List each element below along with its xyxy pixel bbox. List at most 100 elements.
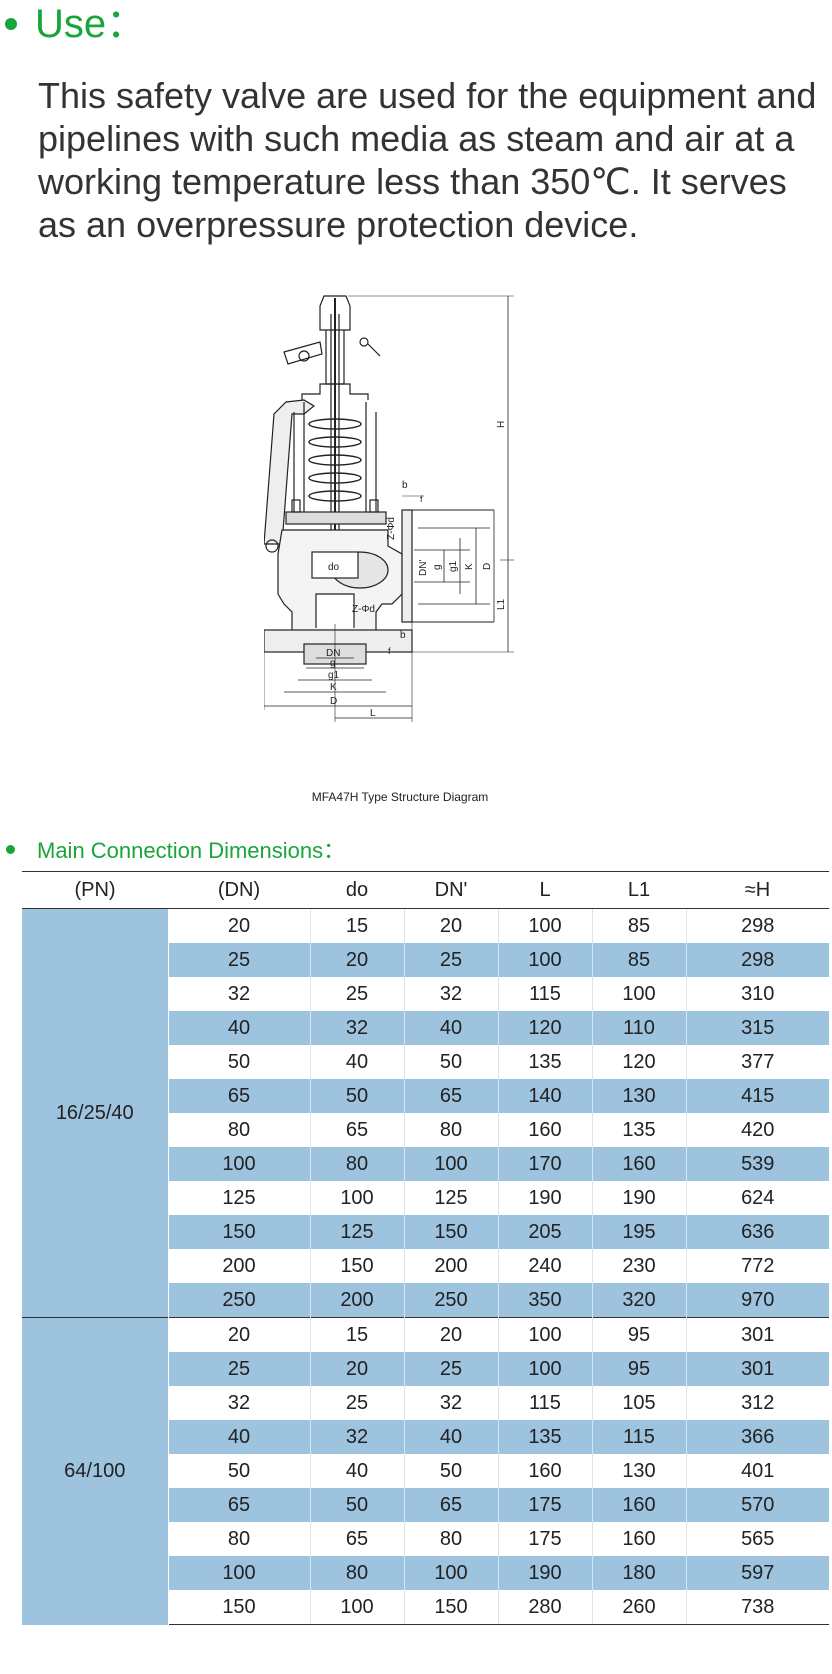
table-cell: 195 xyxy=(591,1215,686,1249)
table-cell: 85 xyxy=(591,908,686,943)
label-L1: L1 xyxy=(496,598,507,610)
header-dn-prime: DN' xyxy=(404,871,498,909)
table-cell: 420 xyxy=(685,1113,829,1147)
table-cell: 20 xyxy=(168,1317,310,1352)
table-cell: 32 xyxy=(309,1420,404,1454)
table-cell: 150 xyxy=(168,1215,310,1249)
table-cell: 175 xyxy=(497,1488,592,1522)
table-cell: 539 xyxy=(685,1147,829,1181)
table-cell: 25 xyxy=(168,943,310,977)
table-cell: 80 xyxy=(309,1556,404,1590)
table-cell: 624 xyxy=(685,1181,829,1215)
table-cell: 377 xyxy=(685,1045,829,1079)
table-cell: 25 xyxy=(309,1386,404,1420)
table-cell: 415 xyxy=(685,1079,829,1113)
table-cell: 250 xyxy=(403,1283,498,1318)
table-cell: 180 xyxy=(591,1556,686,1590)
table-cell: 80 xyxy=(403,1522,498,1556)
dimensions-title: Main Connection Dimensions： xyxy=(37,838,346,863)
table-cell: 85 xyxy=(591,943,686,977)
table-cell: 65 xyxy=(309,1113,404,1147)
table-cell: 190 xyxy=(497,1556,592,1590)
table-cell: 120 xyxy=(497,1011,592,1045)
table-cell: 200 xyxy=(309,1283,404,1318)
table-cell: 65 xyxy=(168,1488,310,1522)
label-g1-outlet: g1 xyxy=(448,560,459,572)
table-cell: 40 xyxy=(309,1454,404,1488)
table-cell: 32 xyxy=(227,1391,251,1414)
table-cell: 95 xyxy=(591,1317,686,1352)
table-cell: 140 xyxy=(497,1079,592,1113)
label-H: H xyxy=(496,421,507,428)
table-cell: 100 xyxy=(497,1352,592,1386)
label-L: L xyxy=(370,708,376,719)
table-cell: 320 xyxy=(591,1283,686,1318)
table-cell: 135 xyxy=(497,1045,592,1079)
table-cell: 570 xyxy=(685,1488,829,1522)
table-cell: 150 xyxy=(309,1249,404,1283)
table-cell: 25 xyxy=(403,1352,498,1386)
table-cell: 50 xyxy=(403,1045,498,1079)
table-cell: 350 xyxy=(497,1283,592,1318)
table-cell: 160 xyxy=(591,1488,686,1522)
label-zd-outlet: Z-Φd xyxy=(386,517,397,540)
table-cell: 32 xyxy=(403,1386,498,1420)
table-cell: 150 xyxy=(403,1215,498,1249)
use-description: This safety valve are used for the equip… xyxy=(38,75,817,245)
table-cell: 160 xyxy=(591,1147,686,1181)
label-do: do xyxy=(328,562,340,573)
table-cell: 298 xyxy=(685,943,829,977)
table-cell: 25 xyxy=(168,1352,310,1386)
table-cell: 100 xyxy=(168,1147,310,1181)
table-cell: 115 xyxy=(497,977,592,1011)
header-h: ≈H xyxy=(686,871,829,909)
table-cell: 40 xyxy=(168,1420,310,1454)
table-cell: 50 xyxy=(227,1050,251,1073)
table-cell: 80 xyxy=(227,1527,251,1550)
table-cell: 100 xyxy=(497,1317,592,1352)
table-cell: 205 xyxy=(497,1215,592,1249)
label-K-inlet: K xyxy=(330,682,337,693)
table-cell: 20 xyxy=(403,908,498,943)
table-cell: 135 xyxy=(591,1113,686,1147)
table-cell: 65 xyxy=(168,1079,310,1113)
table-cell: 125 xyxy=(222,1186,256,1209)
table-cell: 175 xyxy=(497,1522,592,1556)
bullet-icon xyxy=(5,18,17,30)
label-DN-prime: DN' xyxy=(418,560,429,576)
table-cell: 280 xyxy=(497,1590,592,1625)
table-cell: 50 xyxy=(309,1488,404,1522)
label-zd-inlet: Z-Φd xyxy=(352,604,375,615)
table-cell: 40 xyxy=(168,1011,310,1045)
table-cell: 65 xyxy=(403,1488,498,1522)
table-cell: 970 xyxy=(685,1283,829,1318)
table-cell: 105 xyxy=(591,1386,686,1420)
table-cell: 100 xyxy=(168,1556,310,1590)
header-pn: (PN) xyxy=(22,871,168,909)
label-g-outlet: g xyxy=(432,564,443,570)
table-cell: 95 xyxy=(591,1352,686,1386)
table-cell: 738 xyxy=(685,1590,829,1625)
table-cell: 65 xyxy=(309,1522,404,1556)
table-cell: 115 xyxy=(591,1420,686,1454)
header-l1: L1 xyxy=(592,871,686,909)
table-cell: 190 xyxy=(591,1181,686,1215)
table-cell: 125 xyxy=(309,1215,404,1249)
table-cell: 190 xyxy=(497,1181,592,1215)
bullet-icon xyxy=(6,844,15,854)
table-cell: 80 xyxy=(309,1147,404,1181)
